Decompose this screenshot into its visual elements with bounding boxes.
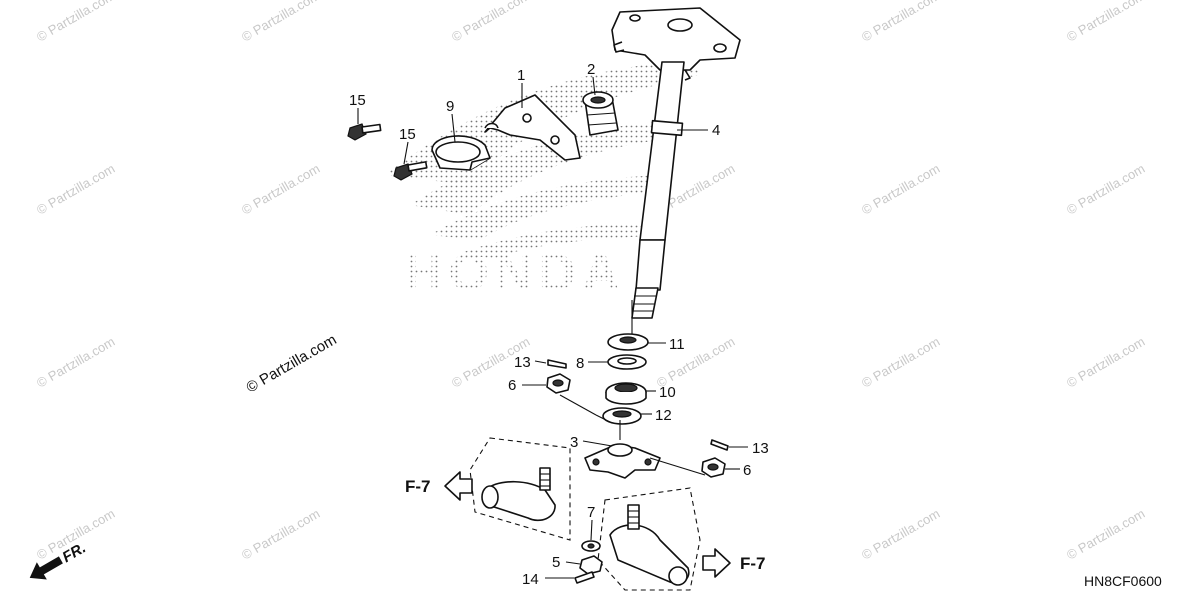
watermark: © Partzilla.com: [859, 161, 942, 218]
watermark: © Partzilla.com: [859, 0, 942, 45]
callout-6-left: 6: [508, 377, 516, 394]
callout-2: 2: [587, 61, 595, 78]
oil-seal-12: [602, 407, 642, 425]
oil-seal-11: [607, 333, 649, 351]
clamp: [431, 135, 491, 171]
washer-8: [607, 354, 647, 370]
watermark: © Partzilla.com: [1064, 161, 1147, 218]
bolt-upper: [347, 123, 382, 141]
cotter-pin-14: [574, 571, 595, 584]
bracket: [484, 94, 581, 161]
reference-left-label: F-7: [405, 477, 431, 496]
reference-right-label: F-7: [740, 554, 766, 573]
watermark: © Partzilla.com: [239, 0, 322, 45]
callout-6-right: 6: [743, 462, 751, 479]
callout-15-lower: 15: [399, 126, 416, 143]
watermark: © Partzilla.com: [1064, 334, 1147, 391]
assembly-line: [649, 457, 706, 476]
callout-4: 4: [712, 122, 720, 139]
watermark: © Partzilla.com: [1064, 506, 1147, 563]
watermark: © Partzilla.com: [859, 334, 942, 391]
reference-left-arrow: F-7: [405, 471, 473, 501]
callout-3: 3: [570, 434, 578, 451]
callout-12: 12: [655, 407, 672, 424]
watermark-center: © Partzilla.com: [244, 331, 340, 396]
watermark: © Partzilla.com: [1064, 0, 1147, 45]
tie-rod-end-right: [597, 487, 701, 591]
cotter-pin-right: [710, 439, 729, 451]
assembly-line: [559, 394, 597, 416]
callout-14: 14: [522, 571, 539, 588]
callout-7: 7: [587, 504, 595, 521]
watermark: © Partzilla.com: [239, 506, 322, 563]
callout-5: 5: [552, 554, 560, 571]
watermark: © Partzilla.com: [239, 161, 322, 218]
diagram-code: HN8CF0600: [1084, 573, 1162, 589]
pitman-arm: [584, 443, 661, 479]
tie-rod-end-left: [469, 437, 571, 541]
steering-shaft: [611, 7, 741, 319]
watermark: © Partzilla.com: [859, 506, 942, 563]
bolt-lower: [393, 161, 428, 181]
callout-13-left: 13: [514, 354, 531, 371]
watermark: © Partzilla.com: [34, 161, 117, 218]
nut-5: [579, 555, 603, 575]
callout-15-upper: 15: [349, 92, 366, 109]
callout-13-right: 13: [752, 440, 769, 457]
callout-1: 1: [517, 67, 525, 84]
callout-10: 10: [659, 384, 676, 401]
honda-logo-text: HONDA: [405, 244, 626, 302]
castle-nut-left: [546, 373, 571, 394]
callout-9: 9: [446, 98, 454, 115]
callout-8: 8: [576, 355, 584, 372]
bushing: [582, 91, 619, 136]
assembly-line: [595, 414, 611, 423]
watermark: © Partzilla.com: [654, 334, 737, 391]
washer-7: [581, 540, 601, 552]
watermark: © Partzilla.com: [34, 0, 117, 45]
reference-right-arrow: F-7: [702, 548, 766, 578]
leader-lines: [357, 76, 748, 579]
castle-nut-right: [701, 457, 726, 478]
bearing-10: [605, 382, 647, 405]
callout-labels: 1 2 3 4 5 6 6 7 8 9 10 11 12 13 13 14 15…: [349, 61, 769, 588]
cotter-pin-left: [547, 359, 567, 369]
watermark: © Partzilla.com: [449, 0, 532, 45]
watermark: © Partzilla.com: [34, 334, 117, 391]
callout-11: 11: [669, 336, 685, 353]
